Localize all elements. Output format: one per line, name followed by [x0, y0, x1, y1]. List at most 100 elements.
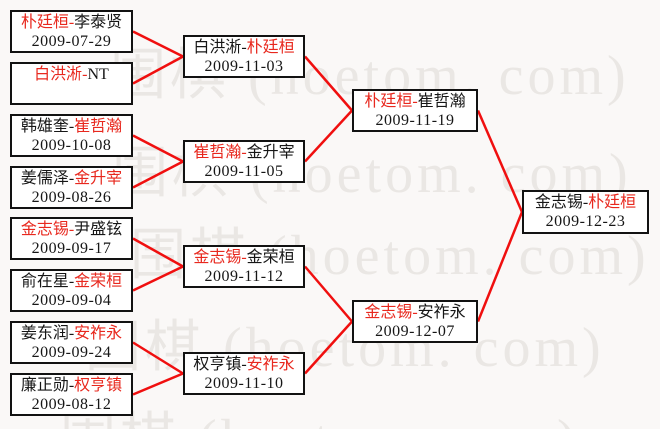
winner-name: 金志锡 — [193, 249, 242, 266]
match-players: 韩雄奎-崔哲瀚 — [12, 117, 131, 136]
connector-line — [476, 110, 524, 213]
match-players: 金志锡-朴廷桓 — [524, 193, 647, 212]
connector-line — [132, 265, 184, 292]
connector-line — [132, 55, 184, 85]
player-name: 韩雄奎 — [20, 118, 69, 135]
dash-separator: - — [241, 144, 247, 161]
match-players: 金志锡-尹盛铉 — [12, 220, 131, 239]
match-players: 姜东润-安祚永 — [12, 324, 131, 343]
dash-separator: - — [412, 304, 418, 321]
player-name: 廉正勋 — [20, 377, 69, 394]
winner-name: 安祚永 — [246, 356, 295, 373]
match-r2m4[interactable]: 权亨镇-安祚永 2009-11-10 — [183, 352, 305, 395]
watermark-text: 围棋 (hoetom. com) — [85, 317, 605, 379]
player-name: 白洪淅 — [193, 39, 242, 56]
dash-separator: - — [68, 14, 75, 31]
connector-line — [132, 134, 184, 163]
match-players: 金志锡-安祚永 — [354, 303, 476, 322]
winner-name: 权亨镇 — [74, 377, 123, 394]
match-date: 2009-09-04 — [31, 292, 112, 309]
match-players: 朴廷桓-李泰贤 — [12, 13, 131, 32]
dash-separator: - — [412, 93, 418, 110]
match-players: 金志锡-金荣桓 — [185, 248, 303, 267]
winner-name: 白洪淅 — [34, 66, 83, 83]
winner-name: 安祚永 — [74, 325, 123, 342]
player-name: 李泰贤 — [74, 14, 123, 31]
match-date: 2009-09-24 — [31, 344, 112, 361]
player-name: 金升宰 — [246, 144, 295, 161]
connector-line — [304, 55, 353, 112]
match-date: 2009-11-12 — [204, 268, 284, 285]
dash-separator: - — [68, 273, 75, 290]
winner-name: 崔哲瀚 — [74, 118, 123, 135]
match-r1m2[interactable]: 白洪淅-NT — [10, 62, 133, 105]
dash-separator: - — [82, 66, 88, 83]
match-players: 白洪淅-朴廷桓 — [185, 38, 303, 57]
dash-separator: - — [68, 118, 75, 135]
match-players: 姜儒泽-金升宰 — [12, 169, 131, 188]
match-date: 2009-12-07 — [375, 323, 455, 340]
winner-name: 朴廷桓 — [588, 194, 637, 211]
match-players: 朴廷桓-崔哲瀚 — [354, 92, 476, 111]
player-name: NT — [87, 66, 109, 83]
connector-line — [132, 372, 184, 396]
player-name: 金志锡 — [534, 194, 583, 211]
connector-line — [132, 160, 184, 189]
connector-line — [132, 237, 184, 268]
player-name: 尹盛铉 — [74, 221, 123, 238]
match-date: 2009-08-26 — [31, 189, 112, 206]
player-name: 金荣桓 — [246, 249, 295, 266]
connector-line — [132, 341, 184, 375]
winner-name: 朴廷桓 — [20, 14, 69, 31]
winner-name: 崔哲瀚 — [193, 144, 242, 161]
match-players: 廉正勋-权亨镇 — [12, 376, 131, 395]
match-date: 2009-07-29 — [31, 33, 112, 50]
winner-name: 金志锡 — [364, 304, 413, 321]
connector-line — [304, 320, 353, 375]
connector-line — [304, 109, 353, 163]
match-date: 2009-11-10 — [204, 375, 284, 392]
match-date: 2009-11-19 — [375, 112, 455, 129]
match-date: 2009-09-17 — [31, 240, 112, 257]
player-name: 姜儒泽 — [20, 170, 69, 187]
player-name: 权亨镇 — [193, 356, 242, 373]
match-date: 2009-08-12 — [31, 396, 112, 413]
dash-separator: - — [241, 356, 247, 373]
winner-name: 朴廷桓 — [364, 93, 413, 110]
dash-separator: - — [68, 221, 75, 238]
dash-separator: - — [241, 249, 247, 266]
match-date: 2009-11-03 — [204, 58, 284, 75]
dash-separator: - — [68, 377, 75, 394]
dash-separator: - — [68, 170, 75, 187]
player-name: 崔哲瀚 — [417, 93, 466, 110]
dash-separator: - — [68, 325, 75, 342]
match-players: 崔哲瀚-金升宰 — [185, 143, 303, 162]
player-name: 姜东润 — [20, 325, 69, 342]
match-players: 白洪淅-NT — [12, 65, 131, 84]
match-players: 俞在星-金荣桓 — [12, 272, 131, 291]
connector-line — [476, 211, 524, 322]
match-date: 2009-11-05 — [204, 163, 284, 180]
match-date: 2009-12-23 — [545, 213, 626, 230]
winner-name: 金升宰 — [74, 170, 123, 187]
winner-name: 金志锡 — [20, 221, 69, 238]
winner-name: 朴廷桓 — [246, 39, 295, 56]
player-name: 俞在星 — [20, 273, 69, 290]
connector-line — [304, 265, 353, 323]
